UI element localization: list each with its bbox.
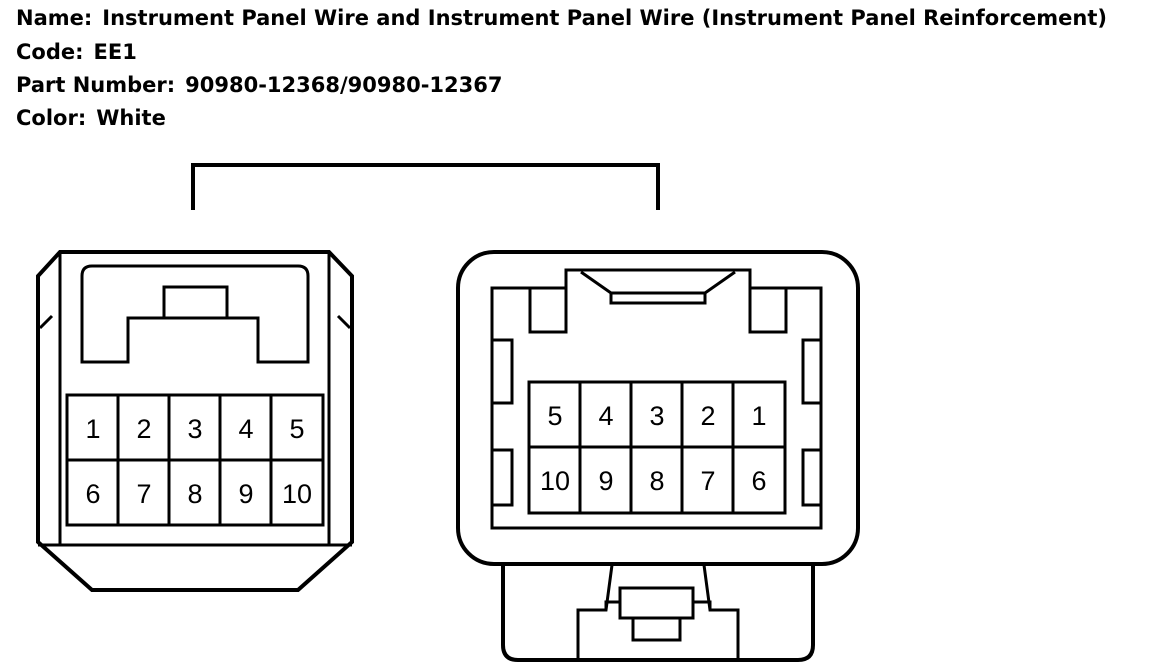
right-pin-label: 2 xyxy=(700,401,715,431)
left-pin-label: 8 xyxy=(187,479,202,509)
part-number-row: Part Number: 90980-12368/90980-12367 xyxy=(16,73,502,97)
right-pin-grid xyxy=(527,380,787,515)
name-value: Instrument Panel Wire and Instrument Pan… xyxy=(102,6,1107,30)
right-pin-label: 1 xyxy=(751,401,766,431)
right-connector-body xyxy=(456,250,860,662)
left-connector-body xyxy=(36,250,354,592)
left-pin-label: 1 xyxy=(85,414,100,444)
right-pin-label: 8 xyxy=(649,466,664,496)
code-value: EE1 xyxy=(93,40,137,64)
left-pin-label: 9 xyxy=(238,479,253,509)
part-number-value: 90980-12368/90980-12367 xyxy=(185,73,503,97)
color-row: Color: White xyxy=(16,106,166,130)
left-pin-label: 10 xyxy=(282,479,312,509)
part-number-label: Part Number: xyxy=(16,73,176,97)
color-label: Color: xyxy=(16,106,87,130)
name-label: Name: xyxy=(16,6,93,30)
left-pin-label: 2 xyxy=(136,414,151,444)
left-pin-label: 7 xyxy=(136,479,151,509)
name-row: Name: Instrument Panel Wire and Instrumen… xyxy=(16,6,1107,30)
left-pin-label: 3 xyxy=(187,414,202,444)
pairing-bracket xyxy=(191,163,660,210)
left-pin-label: 6 xyxy=(85,479,100,509)
code-row: Code: EE1 xyxy=(16,40,137,64)
right-pin-label: 4 xyxy=(598,401,613,431)
color-value: White xyxy=(96,106,166,130)
right-pin-label: 3 xyxy=(649,401,664,431)
code-label: Code: xyxy=(16,40,84,64)
right-pin-label: 9 xyxy=(598,466,613,496)
right-pin-label: 5 xyxy=(547,401,562,431)
left-pin-grid xyxy=(65,393,325,527)
right-pin-label: 10 xyxy=(540,466,570,496)
right-pin-label: 7 xyxy=(700,466,715,496)
left-pin-label: 4 xyxy=(238,414,253,444)
left-pin-label: 5 xyxy=(289,414,304,444)
right-pin-label: 6 xyxy=(751,466,766,496)
